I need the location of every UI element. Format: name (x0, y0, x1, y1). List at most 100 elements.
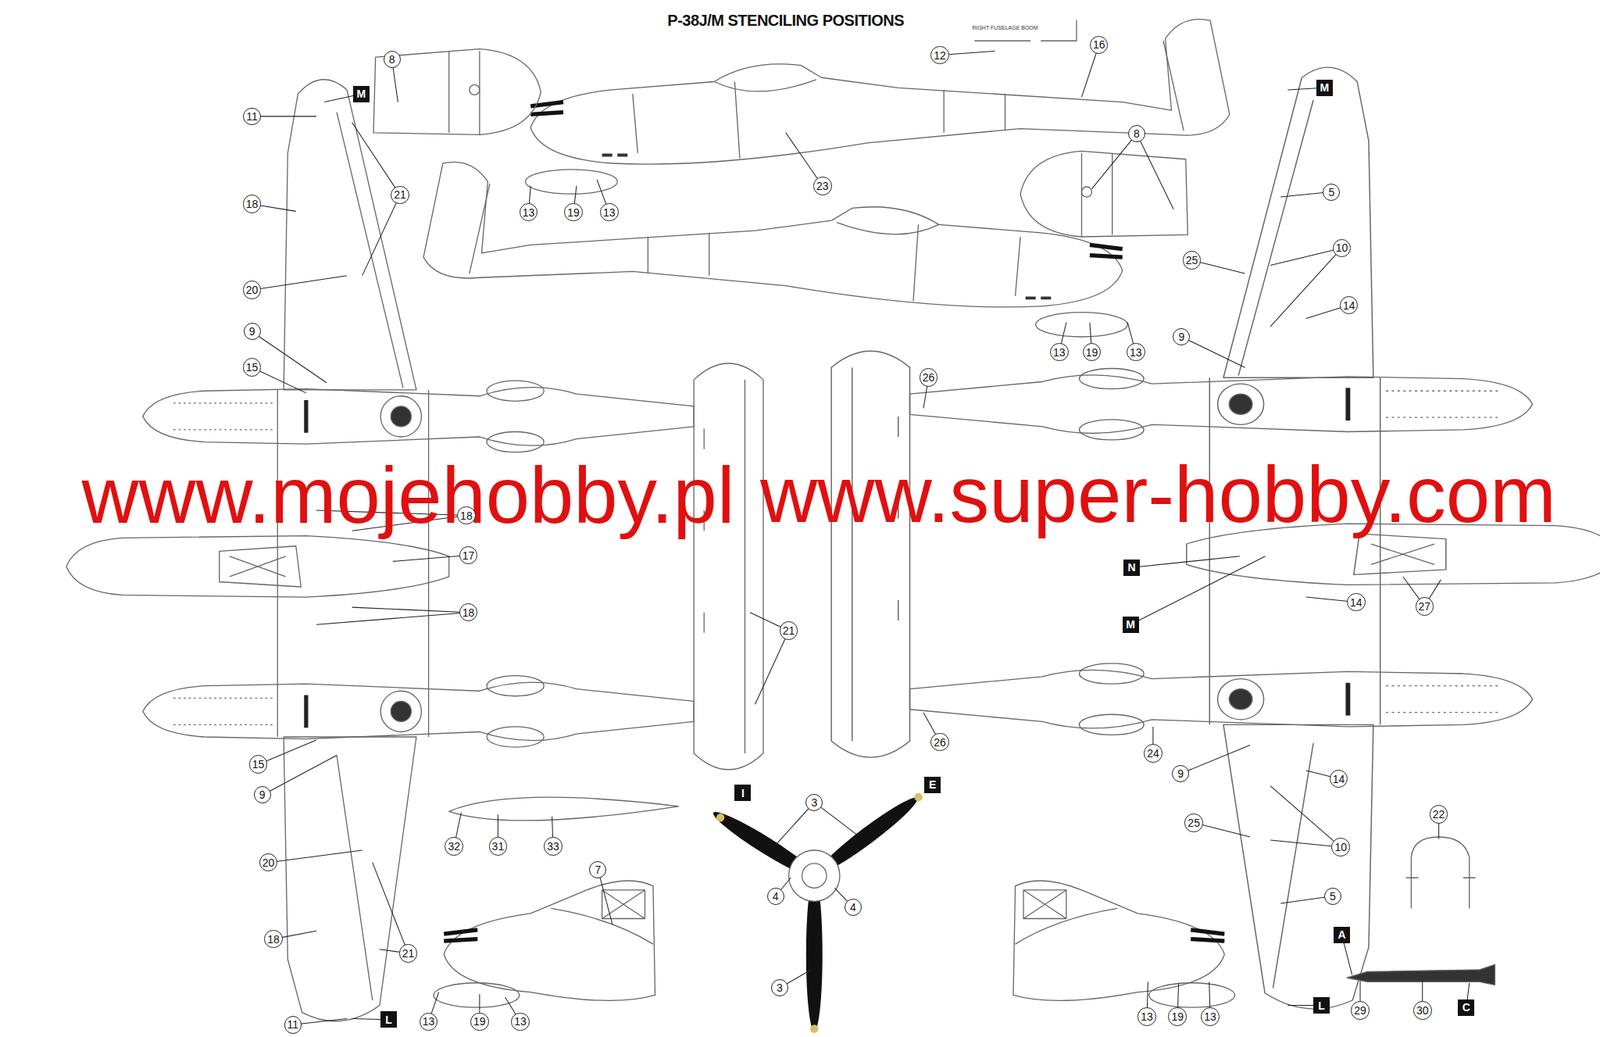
callout-number: 13 (1137, 1007, 1157, 1026)
callout-number: 18 (459, 603, 479, 622)
callout-text: 13 (1129, 346, 1143, 358)
callout-text: L (1317, 1000, 1325, 1011)
callout-text: 18 (462, 607, 475, 618)
part-note: RIGHT FUSELAGE BOOM (971, 25, 1038, 31)
callout-number: 20 (259, 853, 279, 872)
callout-text: 3 (810, 796, 818, 808)
callout-number: 4 (767, 887, 785, 905)
callout-text: 13 (1203, 1010, 1217, 1022)
callout-text: 32 (447, 840, 461, 852)
callout-text: 4 (850, 901, 857, 913)
callout-text: M (357, 88, 367, 100)
callout-text: M (1125, 618, 1136, 630)
callout-number: 19 (1082, 342, 1102, 362)
view-letter: I (734, 784, 751, 801)
callout-number: 9 (243, 322, 261, 340)
callout-text: 15 (246, 361, 259, 373)
callout-text: 13 (422, 1015, 436, 1027)
callout-number: 30 (1413, 1000, 1433, 1020)
callout-text: 21 (393, 189, 407, 200)
callout-number: 9 (253, 785, 272, 804)
view-letter: C (1457, 999, 1475, 1016)
view-letter: M (353, 85, 370, 103)
callout-text: 30 (1416, 1004, 1429, 1016)
callout-text: 20 (262, 857, 275, 868)
callout-number: 14 (1339, 296, 1359, 315)
view-letter: M (1316, 79, 1333, 97)
callout-text: 7 (594, 864, 601, 875)
callout-number: 3 (805, 793, 823, 811)
callout-text: 20 (246, 284, 259, 296)
callout-text: 13 (522, 207, 536, 218)
callout-text: 23 (816, 180, 829, 192)
callout-number: 13 (519, 203, 539, 222)
callout-text: N (1127, 561, 1136, 573)
callout-text: 13 (1053, 346, 1066, 358)
callout-number: 18 (242, 194, 262, 214)
callout-number: 8 (1128, 125, 1146, 143)
callout-text: E (928, 778, 936, 790)
callout-number: 29 (1350, 1000, 1370, 1020)
callout-number: 15 (242, 357, 262, 377)
callout-text: 10 (1334, 841, 1347, 853)
callout-number: 13 (419, 1012, 439, 1032)
callout-text: 19 (1171, 1010, 1184, 1022)
callout-text: 9 (259, 789, 266, 800)
callout-number: 13 (1200, 1007, 1220, 1026)
callout-text: 9 (1177, 767, 1184, 779)
callout-number: 12 (930, 46, 950, 65)
callout-number: 5 (1322, 183, 1340, 201)
callout-text: 5 (1329, 890, 1336, 902)
callout-text: 12 (933, 50, 947, 61)
view-letter: L (380, 1010, 397, 1028)
callout-number: 27 (1415, 596, 1435, 616)
callout-number: 4 (844, 898, 862, 916)
callout-text: 21 (402, 947, 415, 959)
callout-text: 8 (1133, 128, 1140, 140)
callout-text: 4 (772, 890, 779, 902)
callout-text: 9 (249, 325, 256, 337)
callout-number: 9 (1171, 764, 1190, 783)
callout-text: 15 (252, 758, 265, 770)
callout-text: 26 (933, 736, 947, 748)
callout-number: 32 (444, 836, 464, 856)
callout-text: 21 (782, 625, 796, 636)
view-letter: A (1333, 926, 1350, 943)
callout-number: 26 (919, 367, 939, 387)
callout-number: 24 (1143, 743, 1163, 763)
callout-number: 7 (589, 860, 607, 879)
callout-text: A (1337, 928, 1346, 940)
callout-number: 17 (459, 546, 479, 565)
callout-number: 10 (1332, 239, 1352, 258)
callout-text: L (385, 1014, 393, 1025)
view-letter: N (1123, 559, 1140, 576)
callout-number: 33 (543, 836, 563, 856)
callout-number: 26 (930, 732, 950, 752)
callout-text: 18 (460, 510, 473, 522)
callout-number: 13 (1050, 342, 1069, 362)
callout-number: 8 (383, 50, 401, 68)
view-letter: E (924, 776, 941, 793)
callout-number: 5 (1324, 887, 1342, 905)
callout-text: 19 (567, 207, 580, 218)
callout-text: 31 (492, 840, 505, 852)
callout-number: 19 (1167, 1007, 1187, 1026)
callout-text: 17 (462, 550, 475, 561)
callout-text: 16 (1092, 39, 1106, 50)
callout-number: 15 (249, 754, 268, 774)
callout-text: 5 (1328, 186, 1336, 198)
callout-number: 22 (1429, 804, 1449, 824)
callout-text: 19 (1085, 346, 1099, 358)
callout-number: 25 (1184, 813, 1204, 833)
callout-number: 18 (457, 506, 476, 525)
callout-number: 21 (390, 185, 410, 205)
callout-number: 31 (489, 836, 508, 856)
callout-number: 11 (284, 1015, 303, 1034)
callout-text: 8 (389, 53, 396, 65)
callout-text: 22 (1432, 808, 1446, 820)
callout-text: C (1462, 1001, 1471, 1013)
view-letter: M (1122, 616, 1140, 633)
callout-text: 13 (603, 207, 616, 218)
callout-text: 11 (246, 110, 258, 122)
